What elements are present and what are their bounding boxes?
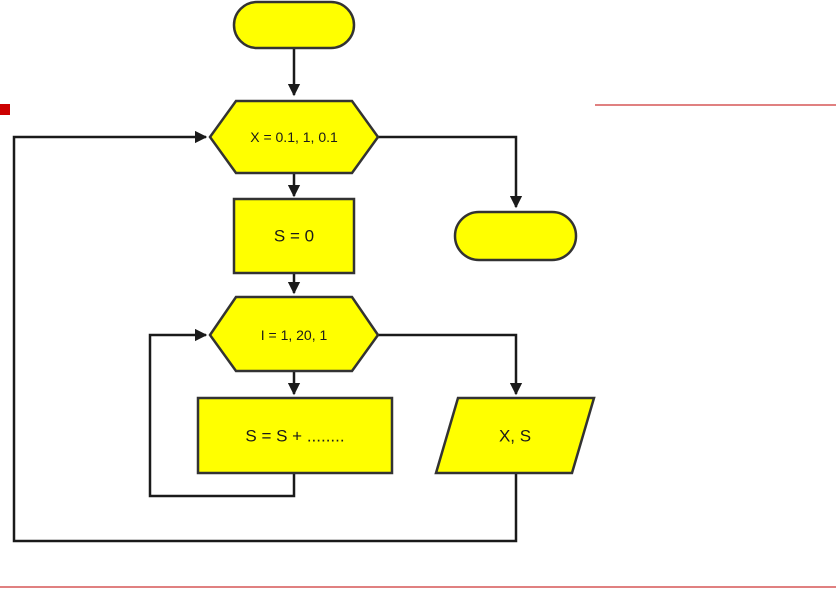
init-sum-process: S = 0 [232,197,356,275]
accumulate-process: S = S + ........ [196,396,394,475]
inner-loop-hexagon: I = 1, 20, 1 [208,295,380,373]
output-parallelogram: X, S [434,396,596,475]
start-terminator [232,0,356,50]
edge-accumulate-loop-back [148,328,296,498]
edge-output-loop-back [12,130,518,543]
edge-inner-loop-to-output [378,333,523,396]
accent-square [0,104,10,115]
inner-loop-label: I = 1, 20, 1 [261,327,328,343]
init-sum-label: S = 0 [274,227,314,246]
output-label: X, S [499,427,531,446]
outer-loop-hexagon: X = 0.1, 1, 0.1 [208,99,380,175]
end-terminator [453,210,578,262]
outer-loop-label: X = 0.1, 1, 0.1 [250,129,338,145]
edge-outer-loop-to-end [378,135,523,209]
accumulate-label: S = S + ........ [245,427,344,446]
